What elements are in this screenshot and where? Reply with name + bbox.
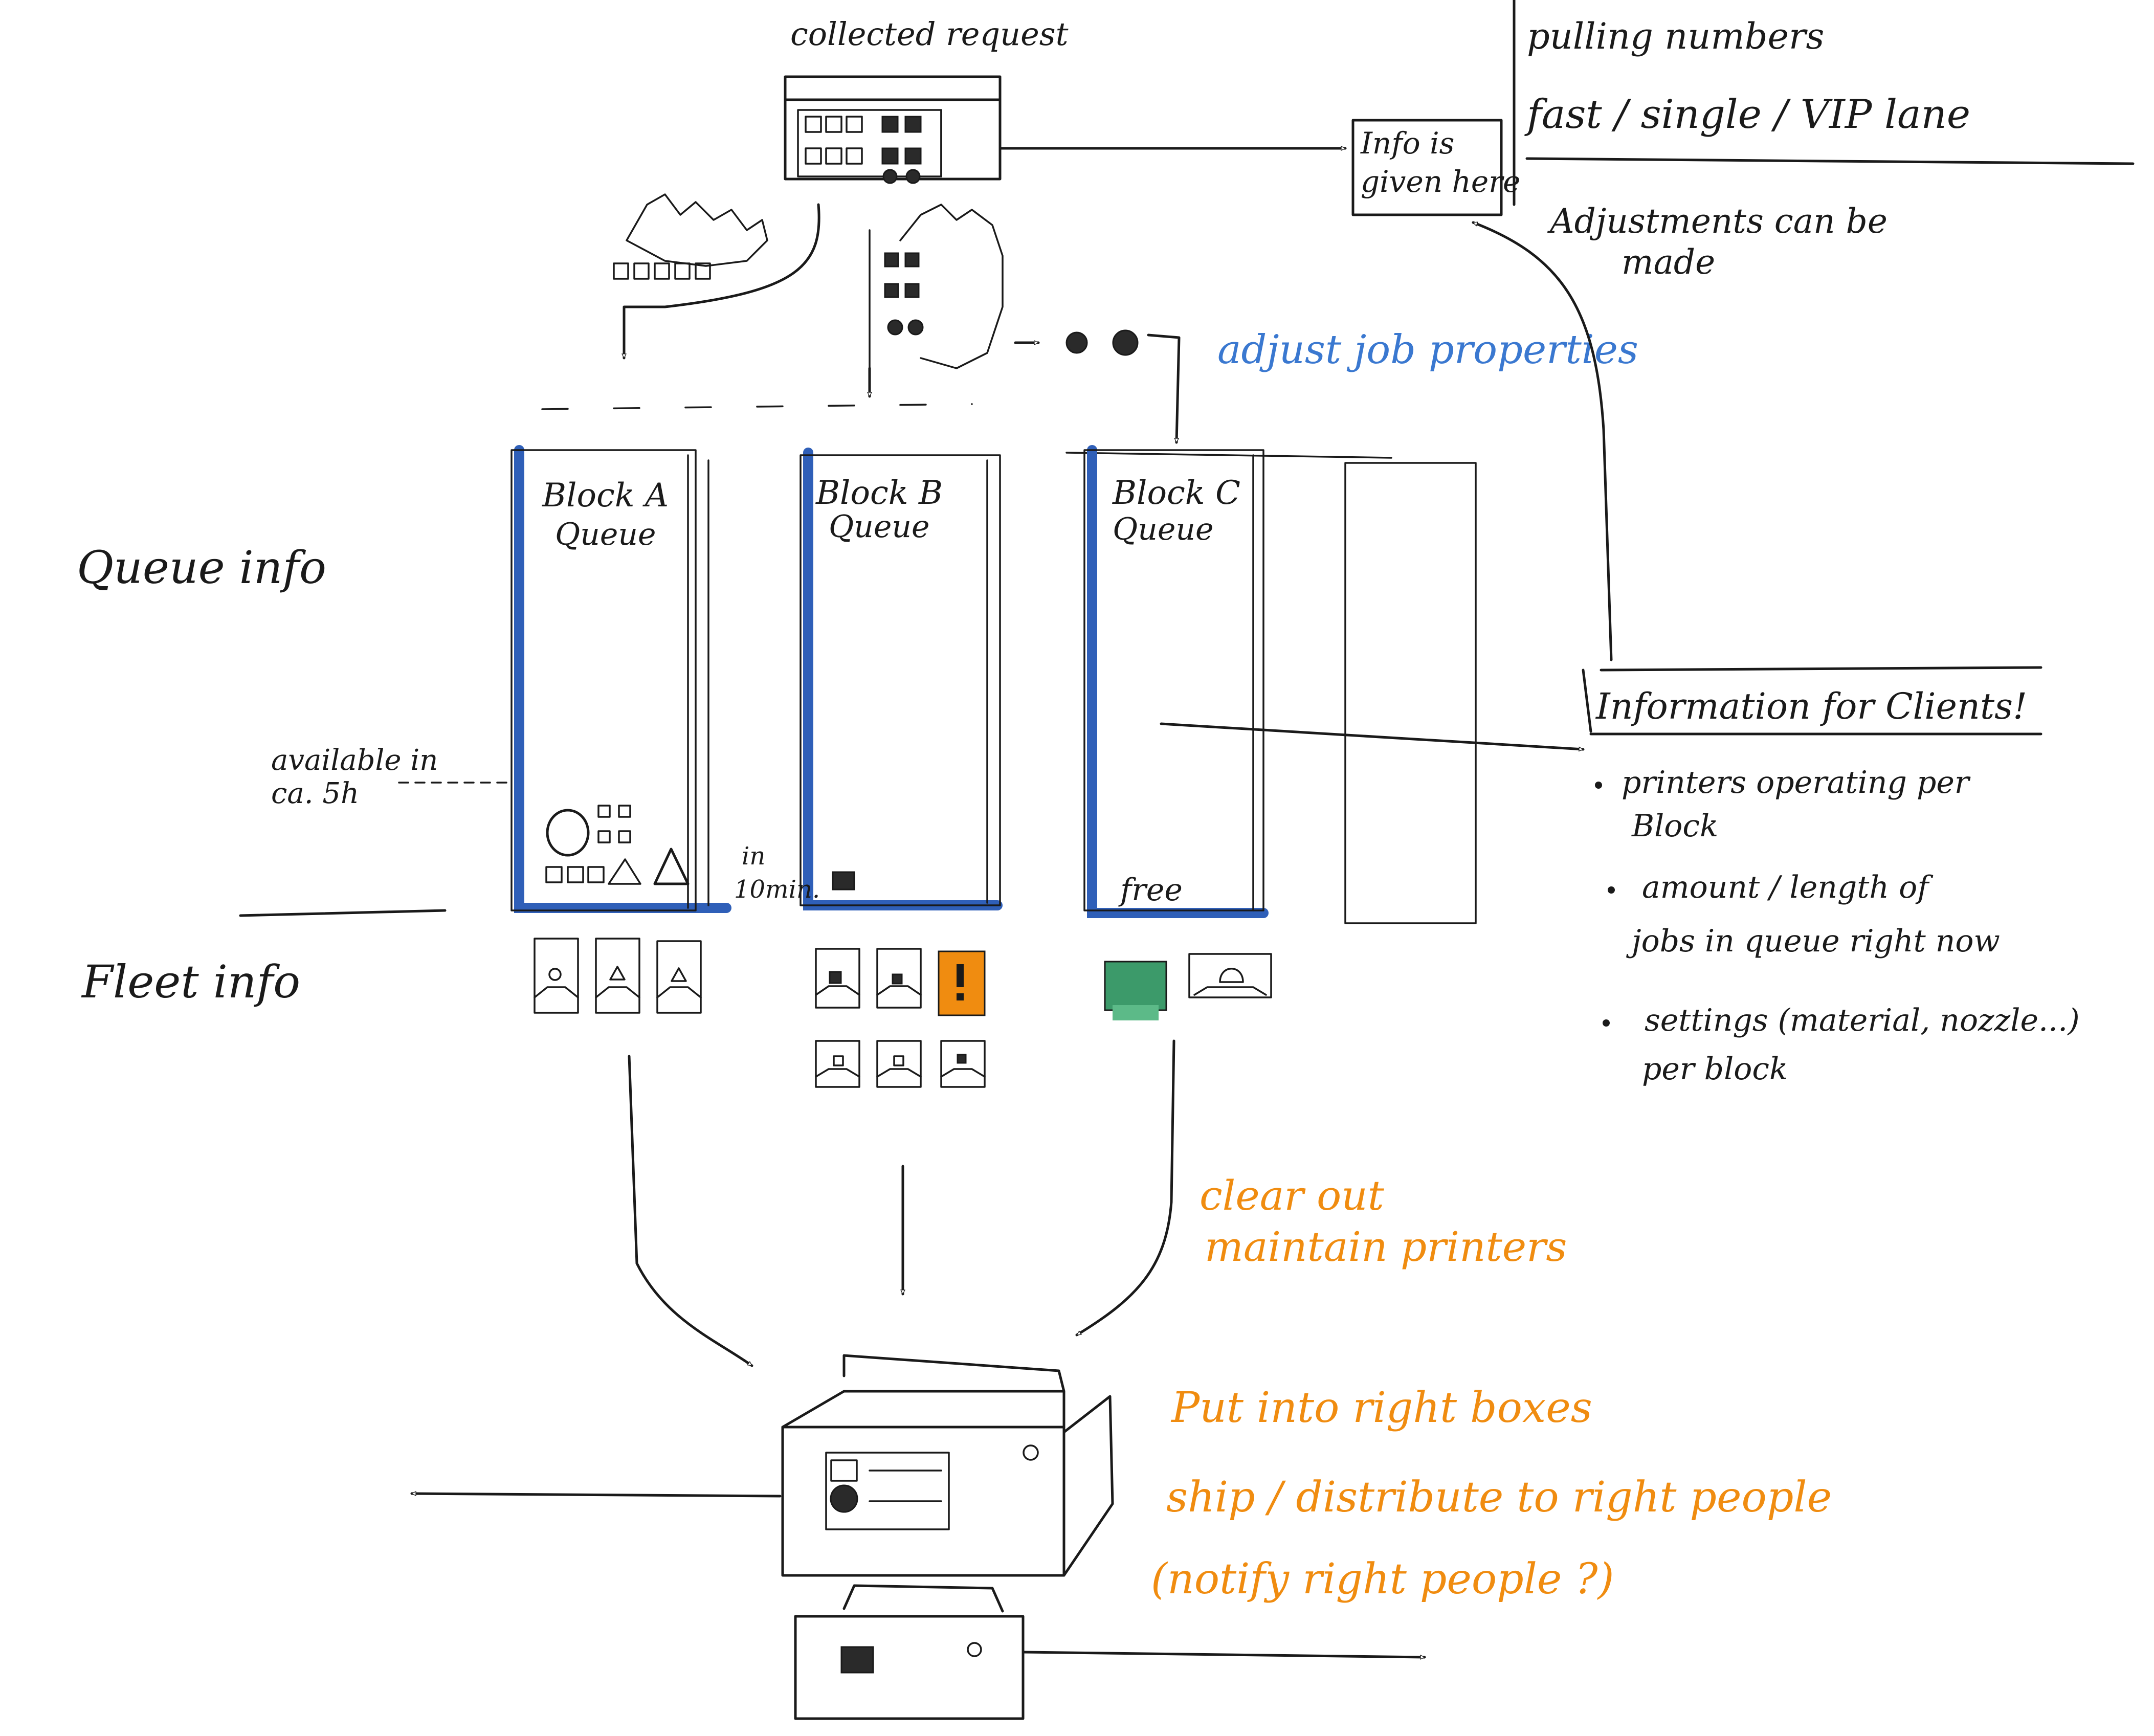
arrow-fleet-c-to-box bbox=[1075, 1039, 1175, 1337]
packing-box-sketch bbox=[781, 1354, 1114, 1577]
clients-bullet: jobs in queue right now bbox=[1626, 923, 2000, 959]
queue-title: Queue bbox=[829, 509, 930, 545]
adjustments-note: Adjustments can be bbox=[1547, 202, 1887, 241]
clients-bullet: printers operating per bbox=[1622, 765, 1971, 800]
queue-fleet-divider bbox=[239, 909, 447, 917]
printer-free-icon bbox=[1104, 961, 1167, 1020]
queue-block-c: Block C Queue free bbox=[1083, 445, 1269, 918]
in-10min-note: in bbox=[742, 842, 765, 871]
queue-block-b: Block B Queue bbox=[800, 448, 1003, 910]
right-hand-sketch bbox=[869, 204, 1004, 374]
fleet-block-c bbox=[1104, 953, 1272, 1020]
ship-note: ship / distribute to right people bbox=[1166, 1473, 1832, 1522]
info-box-line: Info is bbox=[1360, 126, 1454, 161]
arrow-box-out-right bbox=[1022, 1651, 1426, 1657]
arrow-fleet-a-to-box bbox=[628, 1055, 753, 1367]
printer-icon bbox=[815, 948, 860, 1009]
printer-icon bbox=[534, 938, 579, 1014]
info-box-line: given here bbox=[1361, 164, 1520, 199]
queue-free-label: free bbox=[1118, 872, 1183, 908]
info-box: Info is given here bbox=[1351, 119, 1520, 216]
arrow-to-clients bbox=[1160, 722, 1585, 749]
arrow-to-block-a bbox=[624, 203, 820, 360]
clients-bullet: settings (material, nozzle...) bbox=[1645, 1003, 2080, 1038]
adjusted-job-dot bbox=[1065, 331, 1088, 354]
queue-title: Block B bbox=[815, 474, 943, 512]
pulling-numbers-note: pulling numbers bbox=[1527, 15, 1824, 57]
fleet-block-a bbox=[534, 938, 702, 1014]
queue-block-empty bbox=[1344, 462, 1477, 924]
lanes-note: fast / single / VIP lane bbox=[1524, 92, 1970, 138]
collected-request-label: collected request bbox=[790, 15, 1069, 53]
adjustments-note: made bbox=[1622, 242, 1715, 282]
adjusted-job-dot bbox=[1112, 329, 1139, 356]
clients-bullet: per block bbox=[1642, 1051, 1788, 1087]
fleet-block-b bbox=[815, 948, 986, 1088]
available-in-note: available in bbox=[271, 744, 438, 777]
queue-top-line bbox=[1065, 452, 1392, 459]
collected-request-tray bbox=[784, 75, 1002, 184]
boxes-note: Put into right boxes bbox=[1170, 1384, 1592, 1432]
printer-icon bbox=[876, 948, 922, 1009]
adjust-job-properties-note: adjust job properties bbox=[1217, 327, 1638, 373]
queue-title: Queue bbox=[555, 517, 656, 552]
clients-bullet: Block bbox=[1631, 808, 1718, 844]
queue-title: Queue bbox=[1113, 511, 1214, 547]
info-divider bbox=[1525, 157, 2135, 165]
queue-title: Block A bbox=[542, 477, 669, 515]
printer-icon bbox=[595, 938, 640, 1014]
clients-info-panel: Information for Clients! printers operat… bbox=[1582, 666, 2080, 1087]
clear-out-note: maintain printers bbox=[1205, 1223, 1567, 1271]
notify-note: (notify right people ?) bbox=[1151, 1555, 1614, 1604]
printer-warning-icon bbox=[938, 950, 986, 1016]
queue-block-a: Block A Queue bbox=[510, 445, 731, 913]
clients-info-title: Information for Clients! bbox=[1595, 685, 2027, 727]
printer-icon bbox=[940, 1040, 986, 1088]
small-box-sketch bbox=[794, 1584, 1025, 1720]
left-hand-sketch bbox=[613, 193, 768, 280]
printer-icon bbox=[815, 1040, 860, 1088]
queue-info-label: Queue info bbox=[77, 541, 326, 594]
printer-icon bbox=[876, 1040, 922, 1088]
arrow-box-out-left bbox=[410, 1494, 782, 1498]
available-in-note: ca. 5h bbox=[271, 777, 359, 810]
queue-top-dashes bbox=[541, 403, 973, 410]
printer-icon bbox=[1188, 953, 1272, 998]
printer-icon bbox=[656, 940, 702, 1014]
queue-title: Block C bbox=[1112, 474, 1240, 512]
fleet-info-label: Fleet info bbox=[81, 955, 300, 1008]
arrow-clients-to-info bbox=[1472, 221, 1613, 661]
arrow-to-block-c bbox=[1147, 333, 1181, 444]
clear-out-note: clear out bbox=[1200, 1172, 1385, 1219]
in-10min-note: 10min. bbox=[734, 875, 820, 904]
clients-bullet: amount / length of bbox=[1642, 870, 1934, 905]
